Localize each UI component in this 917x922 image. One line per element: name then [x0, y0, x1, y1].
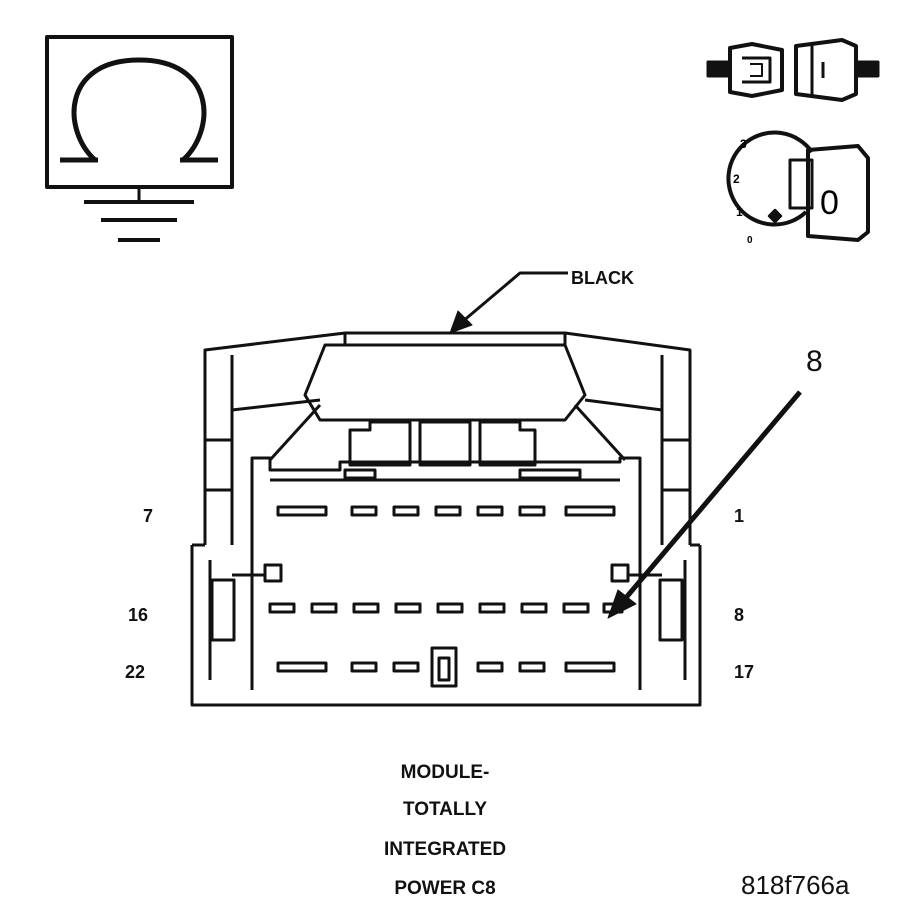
pin-label-mid-right: 8 [734, 605, 744, 625]
pin-label-mid-left: 16 [128, 605, 148, 625]
pin-row-1 [276, 505, 616, 517]
black-leader-arrow [449, 271, 568, 334]
disconnected-connector-icon [706, 38, 880, 102]
ignition-key-glyph: 0 [820, 184, 839, 222]
ignition-position-3: 3 [740, 137, 747, 151]
ignition-position-0: 0 [747, 235, 753, 246]
ignition-position-2: 2 [733, 172, 740, 186]
ohm-meter-ground-icon [45, 35, 234, 242]
callout-pin-number: 8 [806, 345, 823, 378]
caption-line-1: MODULE- [401, 762, 490, 783]
ignition-position-1: 1 [736, 205, 743, 219]
caption-line-3: INTEGRATED [384, 839, 506, 860]
pin-label-bottom-left: 22 [125, 662, 145, 682]
caption-line-2: TOTALLY [403, 799, 487, 820]
connector-body [190, 331, 702, 707]
pin-label-top-left: 7 [143, 506, 153, 526]
pin-row-2 [268, 602, 624, 614]
connector-color-label: BLACK [571, 268, 634, 288]
caption-line-4: POWER C8 [394, 878, 495, 899]
ignition-key-off-icon [726, 130, 870, 242]
figure-id: 818f766a [741, 870, 850, 900]
pin-label-bottom-right: 17 [734, 662, 754, 682]
pin-row-3 [276, 646, 616, 688]
pin-8-callout-arrow [607, 390, 802, 619]
pin-label-top-right: 1 [734, 506, 744, 526]
